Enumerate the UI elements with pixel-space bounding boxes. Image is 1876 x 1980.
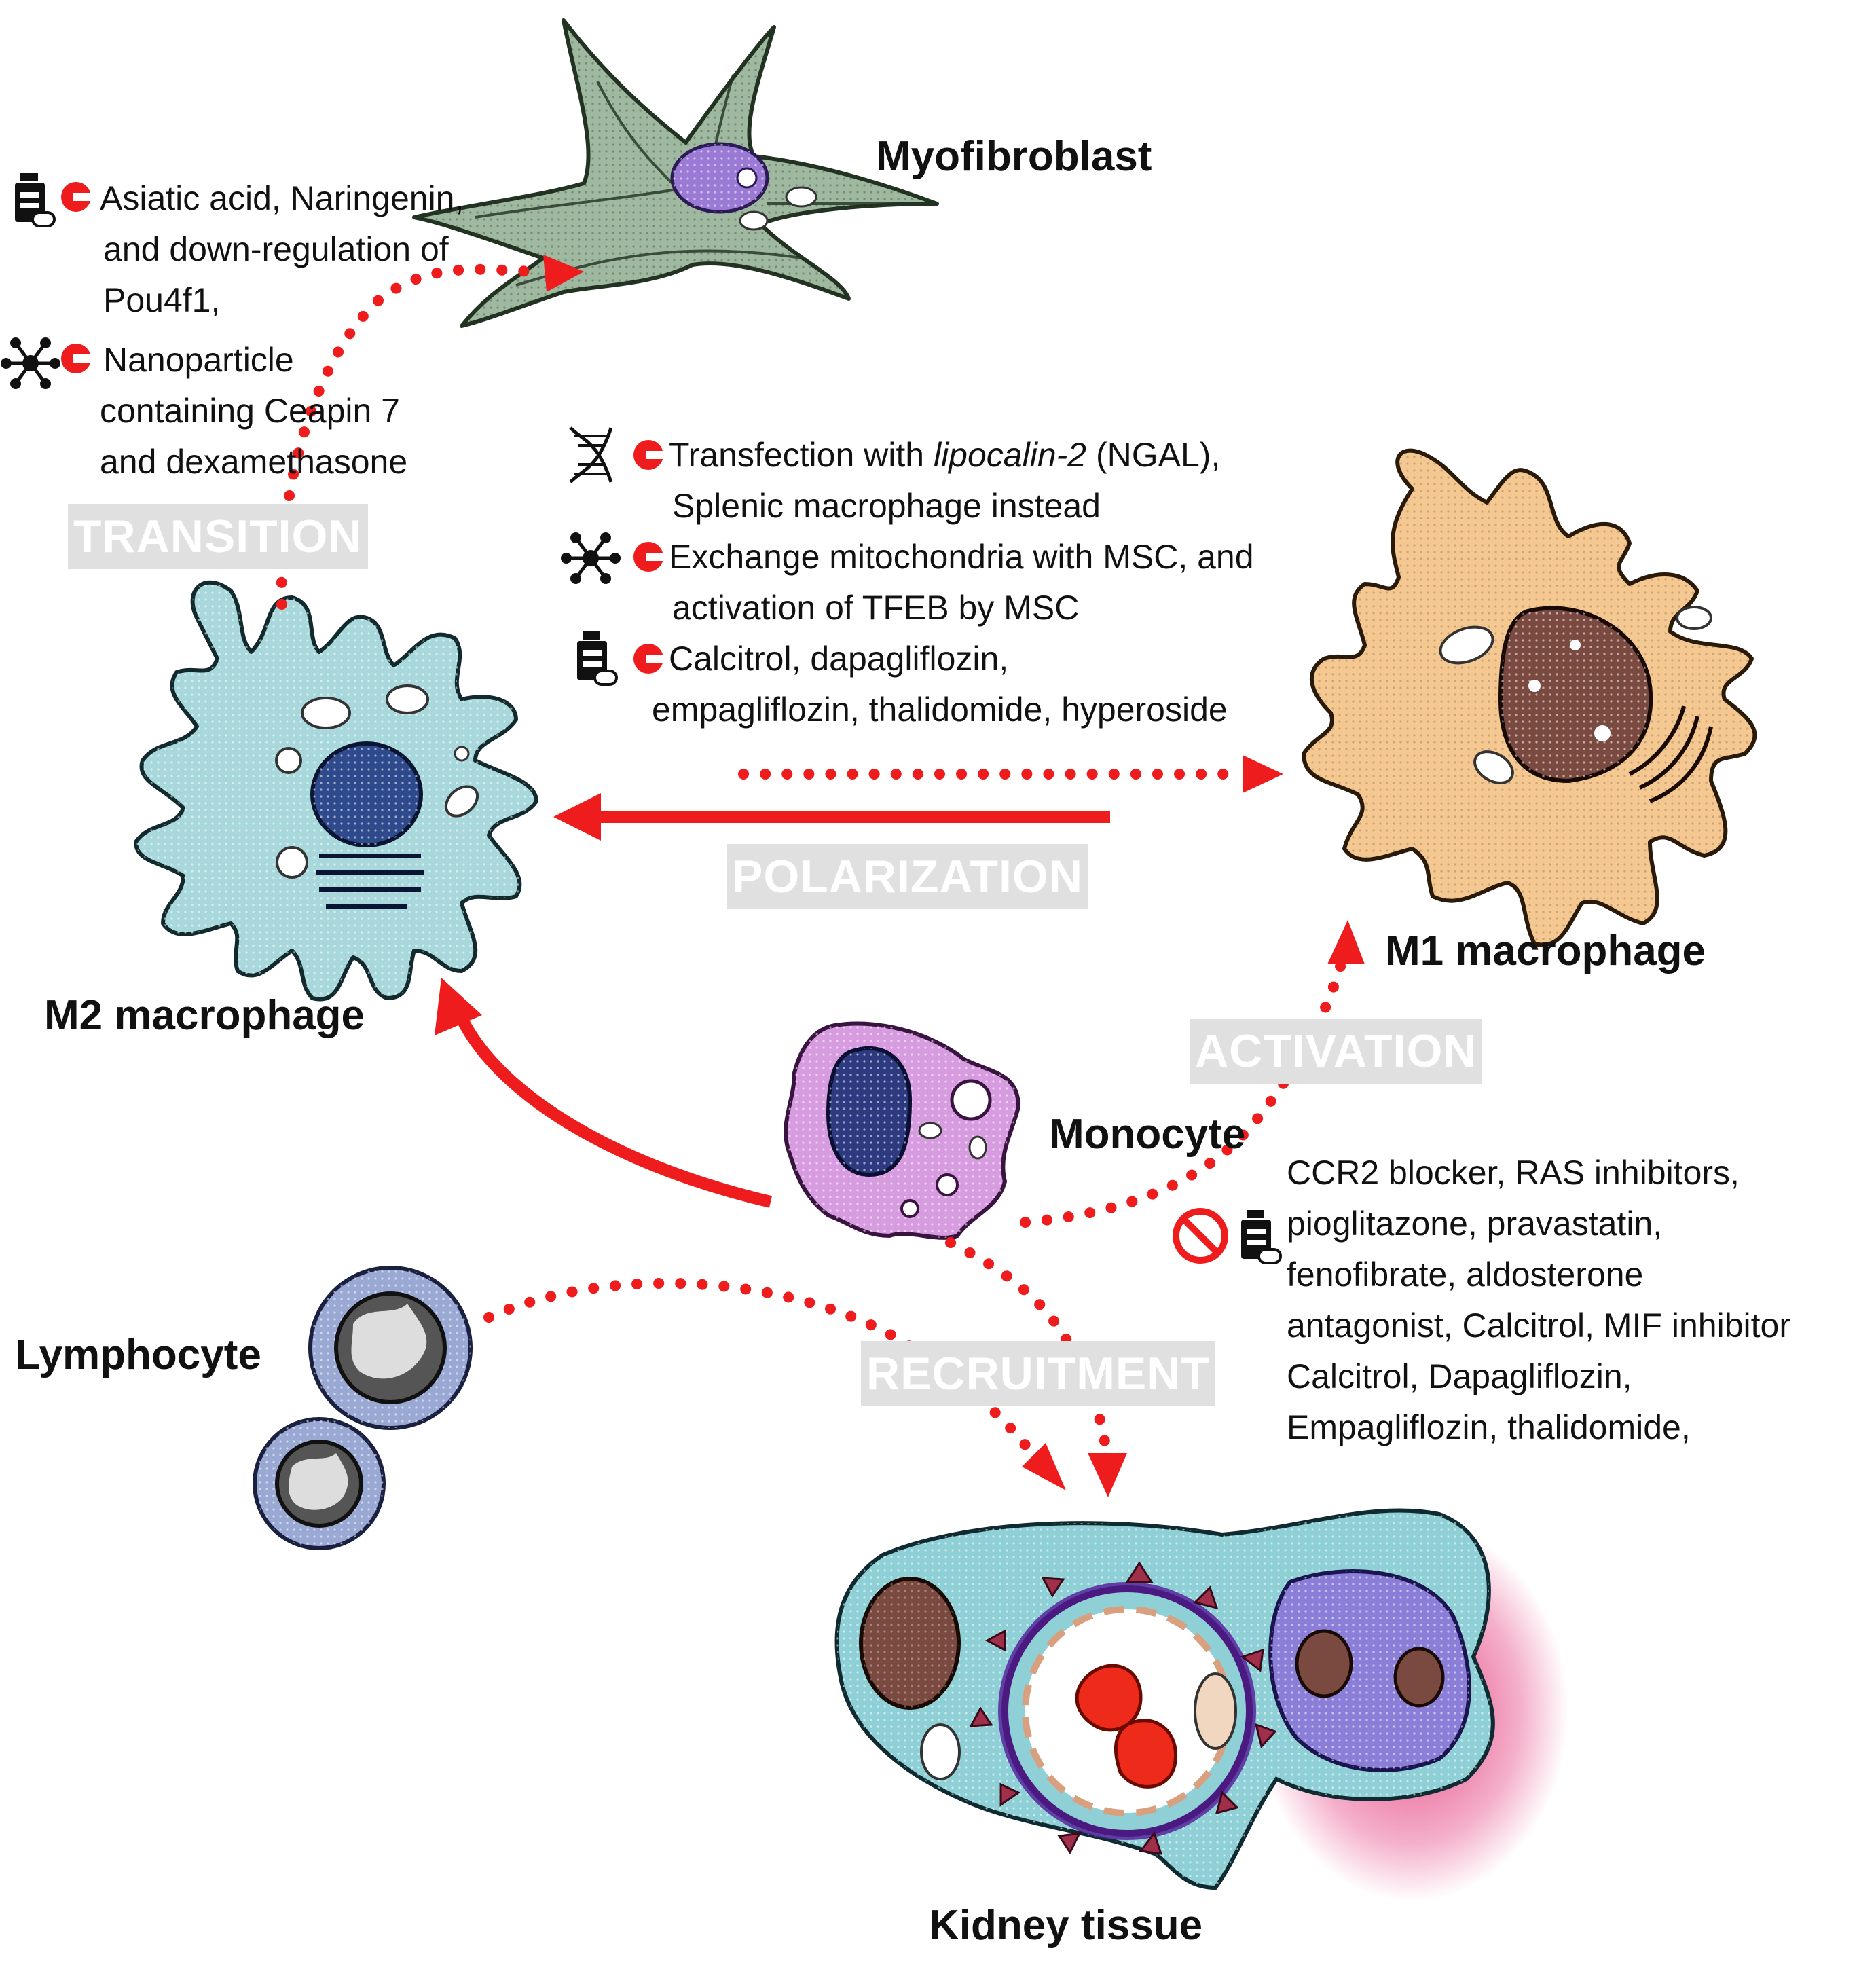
lymphocyte-label: Lymphocyte	[15, 1332, 261, 1378]
activation-process-label: ACTIVATION	[1190, 1019, 1483, 1084]
red-c-block-icon	[633, 644, 666, 674]
transition-drugs-line-2: and down-regulation of	[103, 230, 449, 268]
m2-macrophage-cell	[134, 580, 538, 1002]
drug-bottle-icon	[15, 173, 56, 227]
gene-name: lipocalin-2	[933, 436, 1087, 474]
drug-bottle-icon	[1241, 1210, 1282, 1264]
m1-macrophage-cell	[1302, 448, 1757, 947]
dna-icon	[569, 426, 613, 483]
transition-drugs-line-1: Asiatic acid, Naringenin,	[100, 179, 464, 217]
monocyte-to-m2-arrowhead	[435, 978, 482, 1035]
myofibroblast-label: Myofibroblast	[876, 133, 1152, 180]
monocyte-label: Monocyte	[1049, 1111, 1246, 1158]
nanoparticle-icon	[1, 337, 60, 389]
polarization-solid-arrowhead	[553, 793, 601, 841]
activation-line-6: Empagliflozin, thalidomide,	[1287, 1408, 1691, 1446]
polarization-nano-line-2: activation of TFEB by MSC	[672, 589, 1080, 627]
lymphocyte-recruitment-arrow	[483, 1277, 1037, 1459]
kidney-tissue	[834, 1508, 1568, 1901]
monocyte-to-m2-arrow	[456, 1015, 773, 1208]
nanoparticle-icon	[561, 532, 621, 584]
red-c-block-icon	[61, 182, 94, 212]
gene-prefix: Transfection with	[669, 436, 934, 474]
red-c-block-icon	[633, 542, 666, 572]
drug-bottle-icon	[577, 631, 618, 686]
lymphocyte-cell-large	[308, 1266, 473, 1430]
polarization-nano-line-1: Exchange mitochondria with MSC, and	[669, 538, 1254, 576]
activation-line-4: antagonist, Calcitrol, MIF inhibitor	[1287, 1306, 1790, 1344]
transition-nano-line-3: and dexamethasone	[100, 443, 408, 481]
activation-arrow	[1020, 959, 1346, 1228]
activation-line-2: pioglitazone, pravastatin,	[1287, 1205, 1663, 1243]
monocyte-cell	[784, 1021, 1021, 1240]
polarization-process-label: POLARIZATION	[727, 844, 1088, 909]
activation-line-3: fenofibrate, aldosterone	[1287, 1255, 1644, 1294]
polarization-gene-line-2: Splenic macrophage instead	[672, 487, 1101, 525]
red-c-block-icon	[633, 440, 666, 470]
transition-nano-line-1: Nanoparticle	[103, 341, 294, 379]
myofibroblast-cell	[412, 18, 939, 328]
polarization-dotted-arrowhead	[1243, 755, 1283, 793]
transition-nano-line-2: containing Ceapin 7	[100, 392, 400, 430]
transition-process-label: TRANSITION	[68, 504, 368, 569]
recruitment-process-label: RECRUITMENT	[861, 1341, 1215, 1406]
polarization-drug-line-1: Calcitrol, dapagliflozin,	[669, 640, 1009, 678]
red-c-block-icon	[61, 344, 94, 373]
monocyte-recruitment-arrowhead	[1088, 1453, 1127, 1497]
polarization-gene-line-1: Transfection with lipocalin-2 (NGAL),	[669, 430, 1220, 481]
activation-line-1: CCR2 blocker, RAS inhibitors,	[1287, 1154, 1740, 1192]
transition-drugs-line-3: Pou4f1,	[103, 281, 221, 319]
polarization-drug-line-2: empagliflozin, thalidomide, hyperoside	[652, 691, 1228, 729]
transition-arrow	[276, 263, 549, 610]
lymphocyte-cell-small	[253, 1417, 386, 1550]
transition-arrowhead	[543, 255, 584, 292]
m2-macrophage-label: M2 macrophage	[44, 992, 365, 1039]
prohibition-icon	[1173, 1208, 1228, 1264]
m1-macrophage-label: M1 macrophage	[1385, 928, 1706, 974]
activation-arrowhead	[1327, 920, 1365, 964]
gene-suffix: (NGAL),	[1086, 436, 1221, 474]
activation-line-5: Calcitrol, Dapagliflozin,	[1287, 1357, 1632, 1395]
lymphocyte-recruitment-arrowhead	[1022, 1443, 1066, 1490]
kidney-tissue-label: Kidney tissue	[929, 1902, 1203, 1949]
